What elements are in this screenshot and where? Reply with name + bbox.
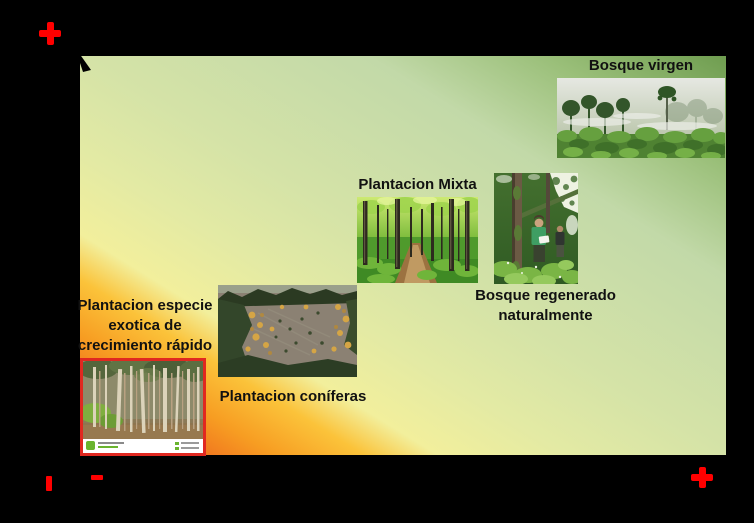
x-axis-plus-symbol: + xyxy=(691,467,713,488)
regenerated-forest-photo xyxy=(494,173,578,284)
x-axis-plus-text: + xyxy=(691,467,692,468)
y-axis-plus-text: + xyxy=(39,22,40,23)
stage-label-exotica: Plantacion especie exotica de crecimient… xyxy=(77,297,213,354)
x-axis-minus-symbol: - xyxy=(91,475,103,480)
emergent-tree xyxy=(657,86,677,130)
y-axis-minus-text: - xyxy=(46,476,47,477)
researcher-figure xyxy=(531,215,550,262)
stage-label-regenerado: Bosque regenerado naturalmente xyxy=(475,287,616,324)
y-axis-minus-symbol: - xyxy=(46,476,52,491)
x-axis-minus-text: - xyxy=(91,475,92,476)
stage-label-virgen: Bosque virgen xyxy=(588,57,694,74)
y-axis-arrowhead-icon xyxy=(79,53,91,72)
second-person-figure xyxy=(555,225,565,257)
virgin-forest-photo xyxy=(557,78,725,158)
y-axis-plus-symbol: + xyxy=(39,22,61,45)
stage-label-mixta: Plantacion Mixta xyxy=(358,176,477,193)
stage-label-coniferas: Plantacion coníferas xyxy=(219,388,367,405)
mixed-plantation-photo xyxy=(357,197,478,283)
watermark-logo-icon xyxy=(86,441,95,450)
exotica-photo xyxy=(80,358,206,456)
eucalyptus-plantation-image xyxy=(83,361,203,453)
conifer-plantation-photo xyxy=(218,285,357,377)
